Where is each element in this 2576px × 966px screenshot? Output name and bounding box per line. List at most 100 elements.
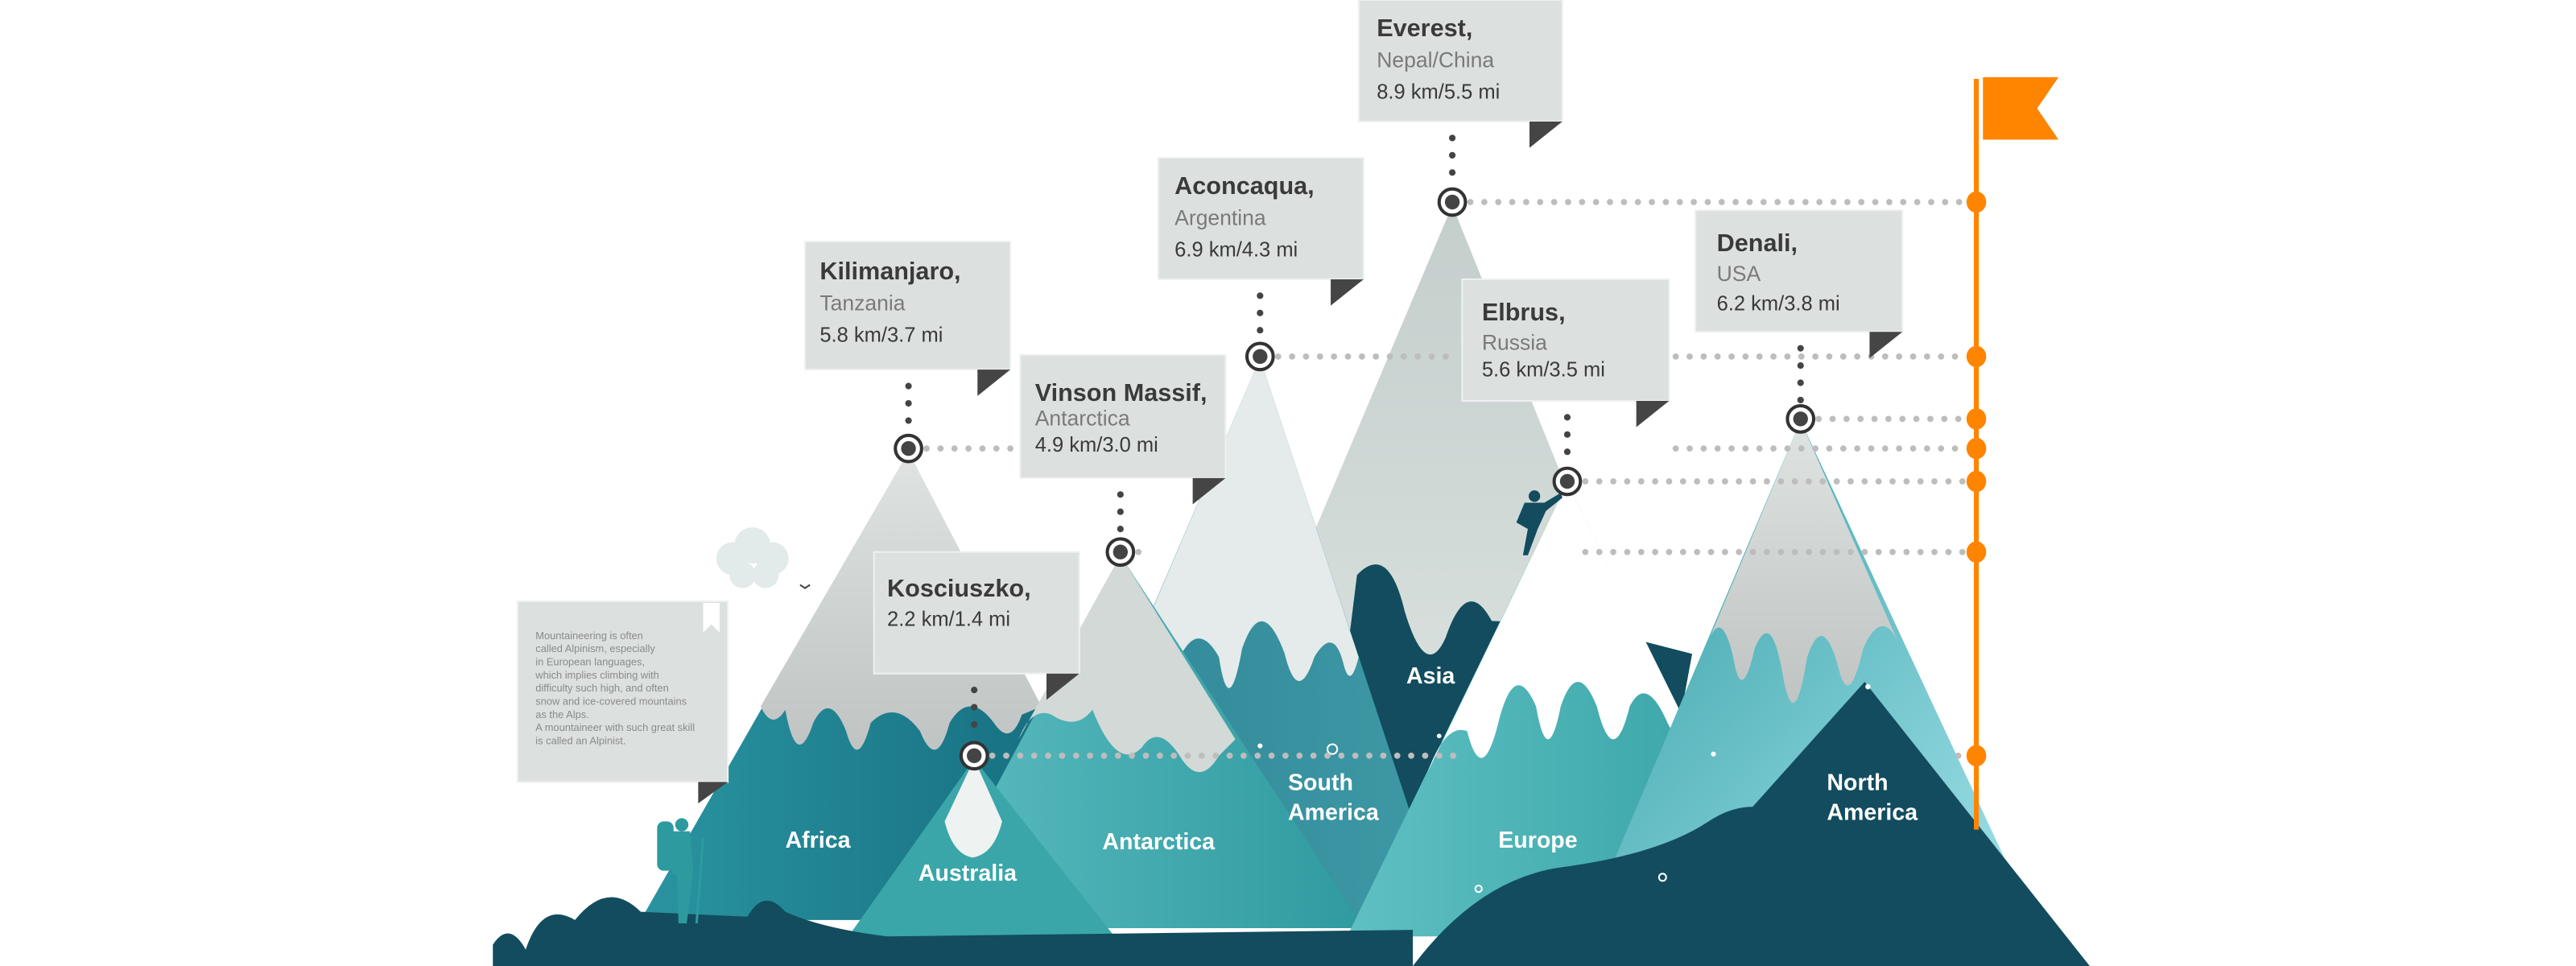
guide-dot [1844, 199, 1851, 205]
guide-dot [1812, 445, 1818, 452]
guide-dot [1721, 548, 1728, 555]
guide-dot [1637, 548, 1645, 555]
guide-dot [1945, 478, 1952, 485]
guide-dot [1742, 353, 1749, 360]
guide-dot [1854, 353, 1861, 360]
leader-dot [971, 704, 978, 711]
peak-height: 4.9 km/3.0 mi [1035, 434, 1158, 456]
guide-dot [1955, 415, 1962, 423]
guide-dot [1610, 548, 1616, 555]
guide-dot [1686, 445, 1693, 452]
guide-dot [1875, 478, 1882, 485]
info-line: is called an Alpinist. [535, 734, 625, 746]
guide-dot [1620, 199, 1628, 205]
height-marker-dot [1966, 541, 1987, 563]
peak-country: USA [1717, 262, 1761, 286]
summit-dot-icon [1793, 411, 1808, 427]
height-marker-dot [1966, 191, 1987, 213]
height-marker-dot [1966, 408, 1987, 430]
guide-dot [1955, 199, 1963, 205]
callout-aconcagua: Aconcaqua, Argentina 6.9 km/4.3 mi [1157, 156, 1364, 306]
leader-dot [1449, 169, 1456, 176]
guide-dot [1672, 445, 1679, 452]
guide-dot [1938, 445, 1945, 452]
info-line: as the Alps. [535, 708, 588, 720]
guide-dot [1806, 478, 1812, 485]
guide-dot [1791, 478, 1798, 485]
guide-dot [1756, 445, 1763, 452]
guide-dot [1798, 445, 1805, 452]
guide-dot [1198, 752, 1205, 759]
guide-dot [923, 445, 930, 452]
guide-dot [1435, 752, 1443, 759]
leader-dot [905, 399, 912, 407]
info-line: called Alpinism, especially [535, 642, 655, 654]
guide-dot [1931, 548, 1938, 555]
leader-dot [1563, 431, 1571, 438]
callout-kilimanjaro: Kilimanjaro, Tanzania 5.8 km/3.7 mi [803, 240, 1012, 396]
guide-dot [1700, 353, 1707, 360]
aconcagua-snow [1132, 357, 1359, 701]
leader-dot [1797, 345, 1804, 352]
guide-dot [1728, 445, 1735, 452]
info-line: A mountaineer with such great skill [535, 721, 695, 733]
height-marker-dot [1966, 345, 1987, 368]
guide-dot [1694, 548, 1701, 555]
leader-dot [1257, 292, 1264, 299]
guide-dot [1331, 353, 1338, 360]
guide-dot [1871, 415, 1878, 423]
guide-dot [1736, 478, 1743, 485]
guide-dot [1931, 478, 1938, 485]
guide-dot [1422, 752, 1429, 759]
callout-kosciuszko: Kosciuszko, 2.2 km/1.4 mi [873, 551, 1080, 700]
guide-dot [1690, 199, 1697, 205]
guide-dot [1686, 353, 1693, 360]
label-south-america-2: America [1288, 799, 1380, 825]
guide-dot [1679, 478, 1686, 485]
guide-dot [1338, 752, 1345, 759]
peak-name: Vinson Massif, [1035, 379, 1208, 407]
callout-vinson: Vinson Massif, Antarctica 4.9 km/3.0 mi [1019, 353, 1227, 505]
guide-dot [1847, 478, 1854, 485]
leader-dot [905, 382, 912, 390]
guide-dot [1777, 548, 1785, 555]
label-north-america-2: America [1827, 799, 1918, 825]
guide-dot [1274, 353, 1282, 360]
guide-dot [1610, 478, 1616, 485]
guide-dot [1941, 415, 1948, 423]
guide-dot [1843, 415, 1850, 423]
guide-dot [1135, 548, 1142, 555]
guide-dot [1373, 353, 1380, 360]
guide-dot [1582, 548, 1589, 555]
summit-markers [894, 187, 1816, 771]
guide-dot [1839, 353, 1847, 360]
guide-dot [1924, 353, 1930, 360]
summit-dot-icon [967, 748, 982, 763]
guide-dot [1114, 752, 1121, 759]
guide-dot [1899, 415, 1906, 423]
guide-dot [1909, 445, 1917, 452]
leader-dot [1257, 327, 1264, 334]
ground [493, 897, 1414, 966]
guide-dot [1707, 478, 1715, 485]
callout-elbrus: Elbrus, Russia 5.6 km/3.5 mi [1461, 278, 1670, 427]
guide-dot [1030, 752, 1038, 759]
guide-dot [1742, 445, 1749, 452]
peak-name: Aconcaqua, [1174, 172, 1315, 200]
peak-country: Argentina [1174, 206, 1266, 230]
leader-dot [1797, 362, 1804, 369]
guide-dot [1268, 752, 1275, 759]
guide-dot [1732, 199, 1739, 205]
bubble-dots [1326, 743, 1667, 894]
guide-dot [1296, 752, 1303, 759]
guide-dot [1003, 752, 1009, 759]
guide-dot [1721, 478, 1728, 485]
height-marker-dot [1966, 437, 1987, 460]
guide-dot [1830, 199, 1837, 205]
guide-dot [1694, 478, 1701, 485]
guide-dot [1450, 752, 1456, 759]
guide-dot [1704, 199, 1711, 205]
leader-dot [1257, 309, 1264, 316]
guide-dot [1652, 478, 1658, 485]
